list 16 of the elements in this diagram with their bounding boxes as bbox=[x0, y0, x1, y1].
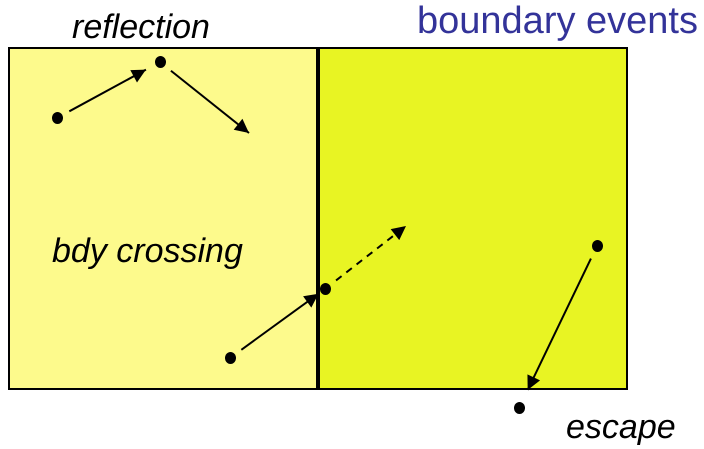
particle-dot bbox=[224, 352, 236, 364]
region-panel bbox=[8, 47, 318, 390]
particle-dot bbox=[514, 402, 524, 414]
event-label: escape bbox=[566, 410, 676, 444]
region-panel bbox=[318, 47, 628, 390]
arrow bbox=[68, 68, 146, 112]
particle-dot bbox=[154, 56, 166, 68]
arrow bbox=[526, 258, 592, 390]
event-label: bdy crossing bbox=[52, 234, 243, 268]
title: boundary events bbox=[417, 2, 698, 40]
event-label: reflection bbox=[72, 10, 210, 44]
arrow bbox=[170, 70, 250, 134]
particle-dot bbox=[592, 240, 602, 252]
particle-dot bbox=[320, 283, 330, 295]
arrow bbox=[335, 225, 407, 282]
particle-dot bbox=[52, 112, 62, 124]
